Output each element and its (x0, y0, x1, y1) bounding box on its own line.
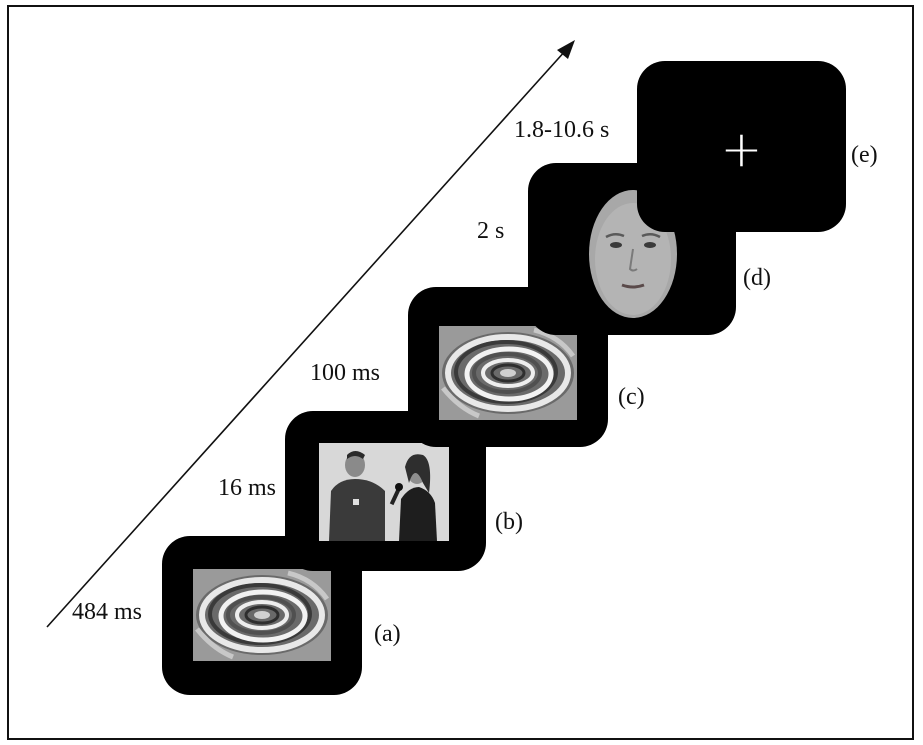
panel-label-d: (d) (743, 265, 771, 291)
panel-label-b: (b) (495, 509, 523, 535)
fixation-cross: + (720, 120, 763, 178)
mask-swirl-image (439, 326, 577, 420)
duration-label-c: 100 ms (310, 360, 381, 386)
duration-label-e: 1.8-10.6 s (514, 117, 610, 143)
duration-label-b: 16 ms (218, 475, 277, 501)
screen-e: + (637, 61, 846, 232)
timeline-arrowhead (557, 40, 575, 59)
scene-photo (319, 443, 449, 541)
panel-label-a: (a) (374, 621, 401, 647)
duration-label-a: 484 ms (72, 599, 143, 625)
mask-swirl-image (193, 569, 331, 661)
duration-label-d: 2 s (477, 218, 505, 244)
panel-label-c: (c) (618, 384, 645, 410)
timeline-line (46, 49, 567, 628)
panel-label-e: (e) (851, 142, 878, 168)
figure-border (7, 5, 914, 740)
